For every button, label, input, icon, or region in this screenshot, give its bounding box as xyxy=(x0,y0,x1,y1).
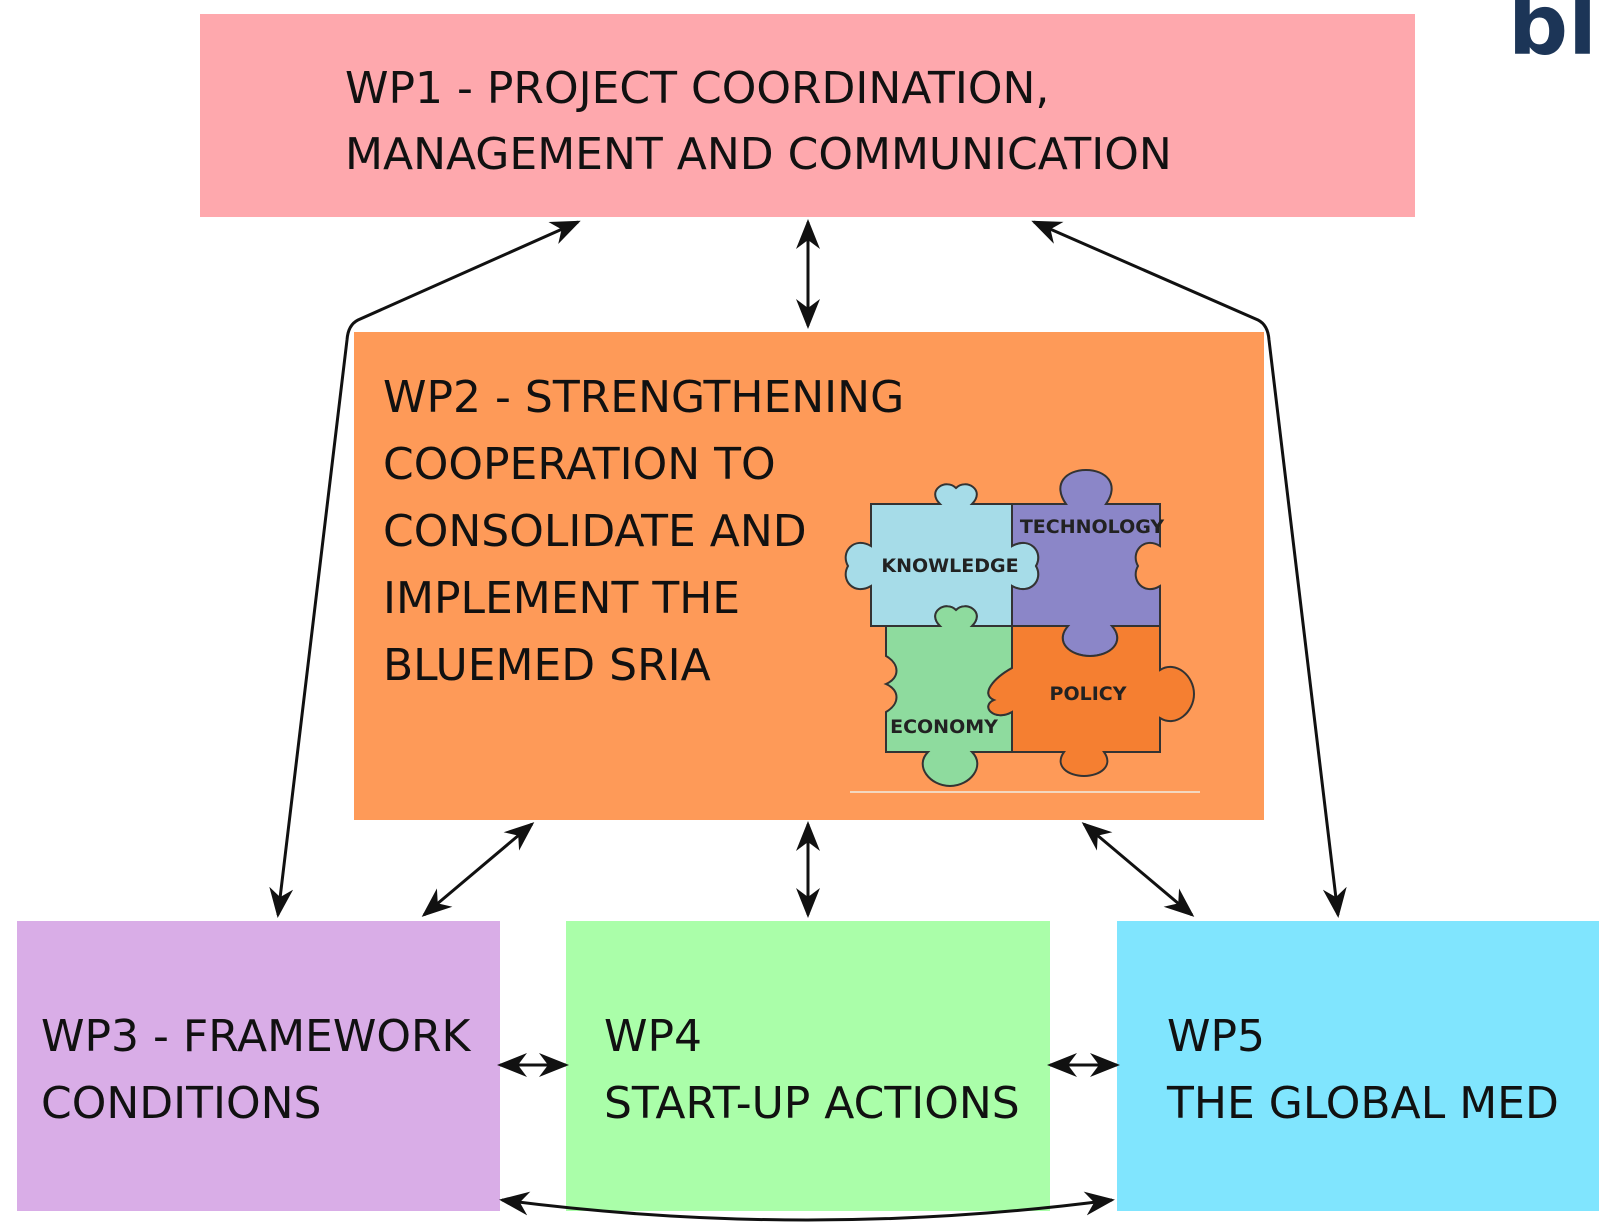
wp3-box: WP3 - FRAMEWORK CONDITIONS xyxy=(17,921,500,1211)
arrow-wp2-wp5 xyxy=(1081,822,1195,917)
wp4-title-line: WP4 xyxy=(604,1011,703,1062)
puzzle-piece-economy xyxy=(883,605,1013,788)
wp5-box: WP5 THE GLOBAL MED xyxy=(1117,921,1599,1211)
arrow-wp1-wp5 xyxy=(1031,220,1347,918)
wp4-title: WP4 START-UP ACTIONS xyxy=(604,1003,1020,1137)
wp3-title: WP3 - FRAMEWORK CONDITIONS xyxy=(41,1003,470,1137)
arrow-wp1-wp3 xyxy=(269,220,581,918)
wp5-title: WP5 THE GLOBAL MED xyxy=(1167,1003,1559,1137)
wp1-title: WP1 - PROJECT COORDINATION, MANAGEMENT A… xyxy=(345,56,1172,188)
puzzle-piece-technology xyxy=(1011,468,1161,658)
arrow-wp2-wp3 xyxy=(421,822,535,917)
wp1-title-line: MANAGEMENT AND COMMUNICATION xyxy=(345,129,1172,180)
puzzle-label-policy: POLICY xyxy=(1050,683,1127,705)
wp1-title-line: WP1 - PROJECT COORDINATION, xyxy=(345,63,1050,114)
puzzle-label-technology: TECHNOLOGY xyxy=(1020,516,1165,538)
wp5-title-line: THE GLOBAL MED xyxy=(1167,1078,1559,1129)
wp4-box: WP4 START-UP ACTIONS xyxy=(566,921,1050,1211)
puzzle-label-knowledge: KNOWLEDGE xyxy=(881,555,1018,577)
puzzle-label-economy: ECONOMY xyxy=(890,716,998,738)
puzzle-graphic xyxy=(844,468,1200,793)
logo-text: blu xyxy=(1508,0,1602,74)
wp3-title-line: WP3 - FRAMEWORK xyxy=(41,1011,471,1062)
puzzle-piece-policy xyxy=(987,625,1196,778)
arrow-wp3-wp5 xyxy=(499,1191,1115,1222)
wp5-title-line: WP5 xyxy=(1167,1011,1266,1062)
wp4-title-line: START-UP ACTIONS xyxy=(604,1078,1020,1129)
wp3-title-line: CONDITIONS xyxy=(41,1078,322,1129)
wp1-box: WP1 - PROJECT COORDINATION, MANAGEMENT A… xyxy=(200,14,1415,217)
